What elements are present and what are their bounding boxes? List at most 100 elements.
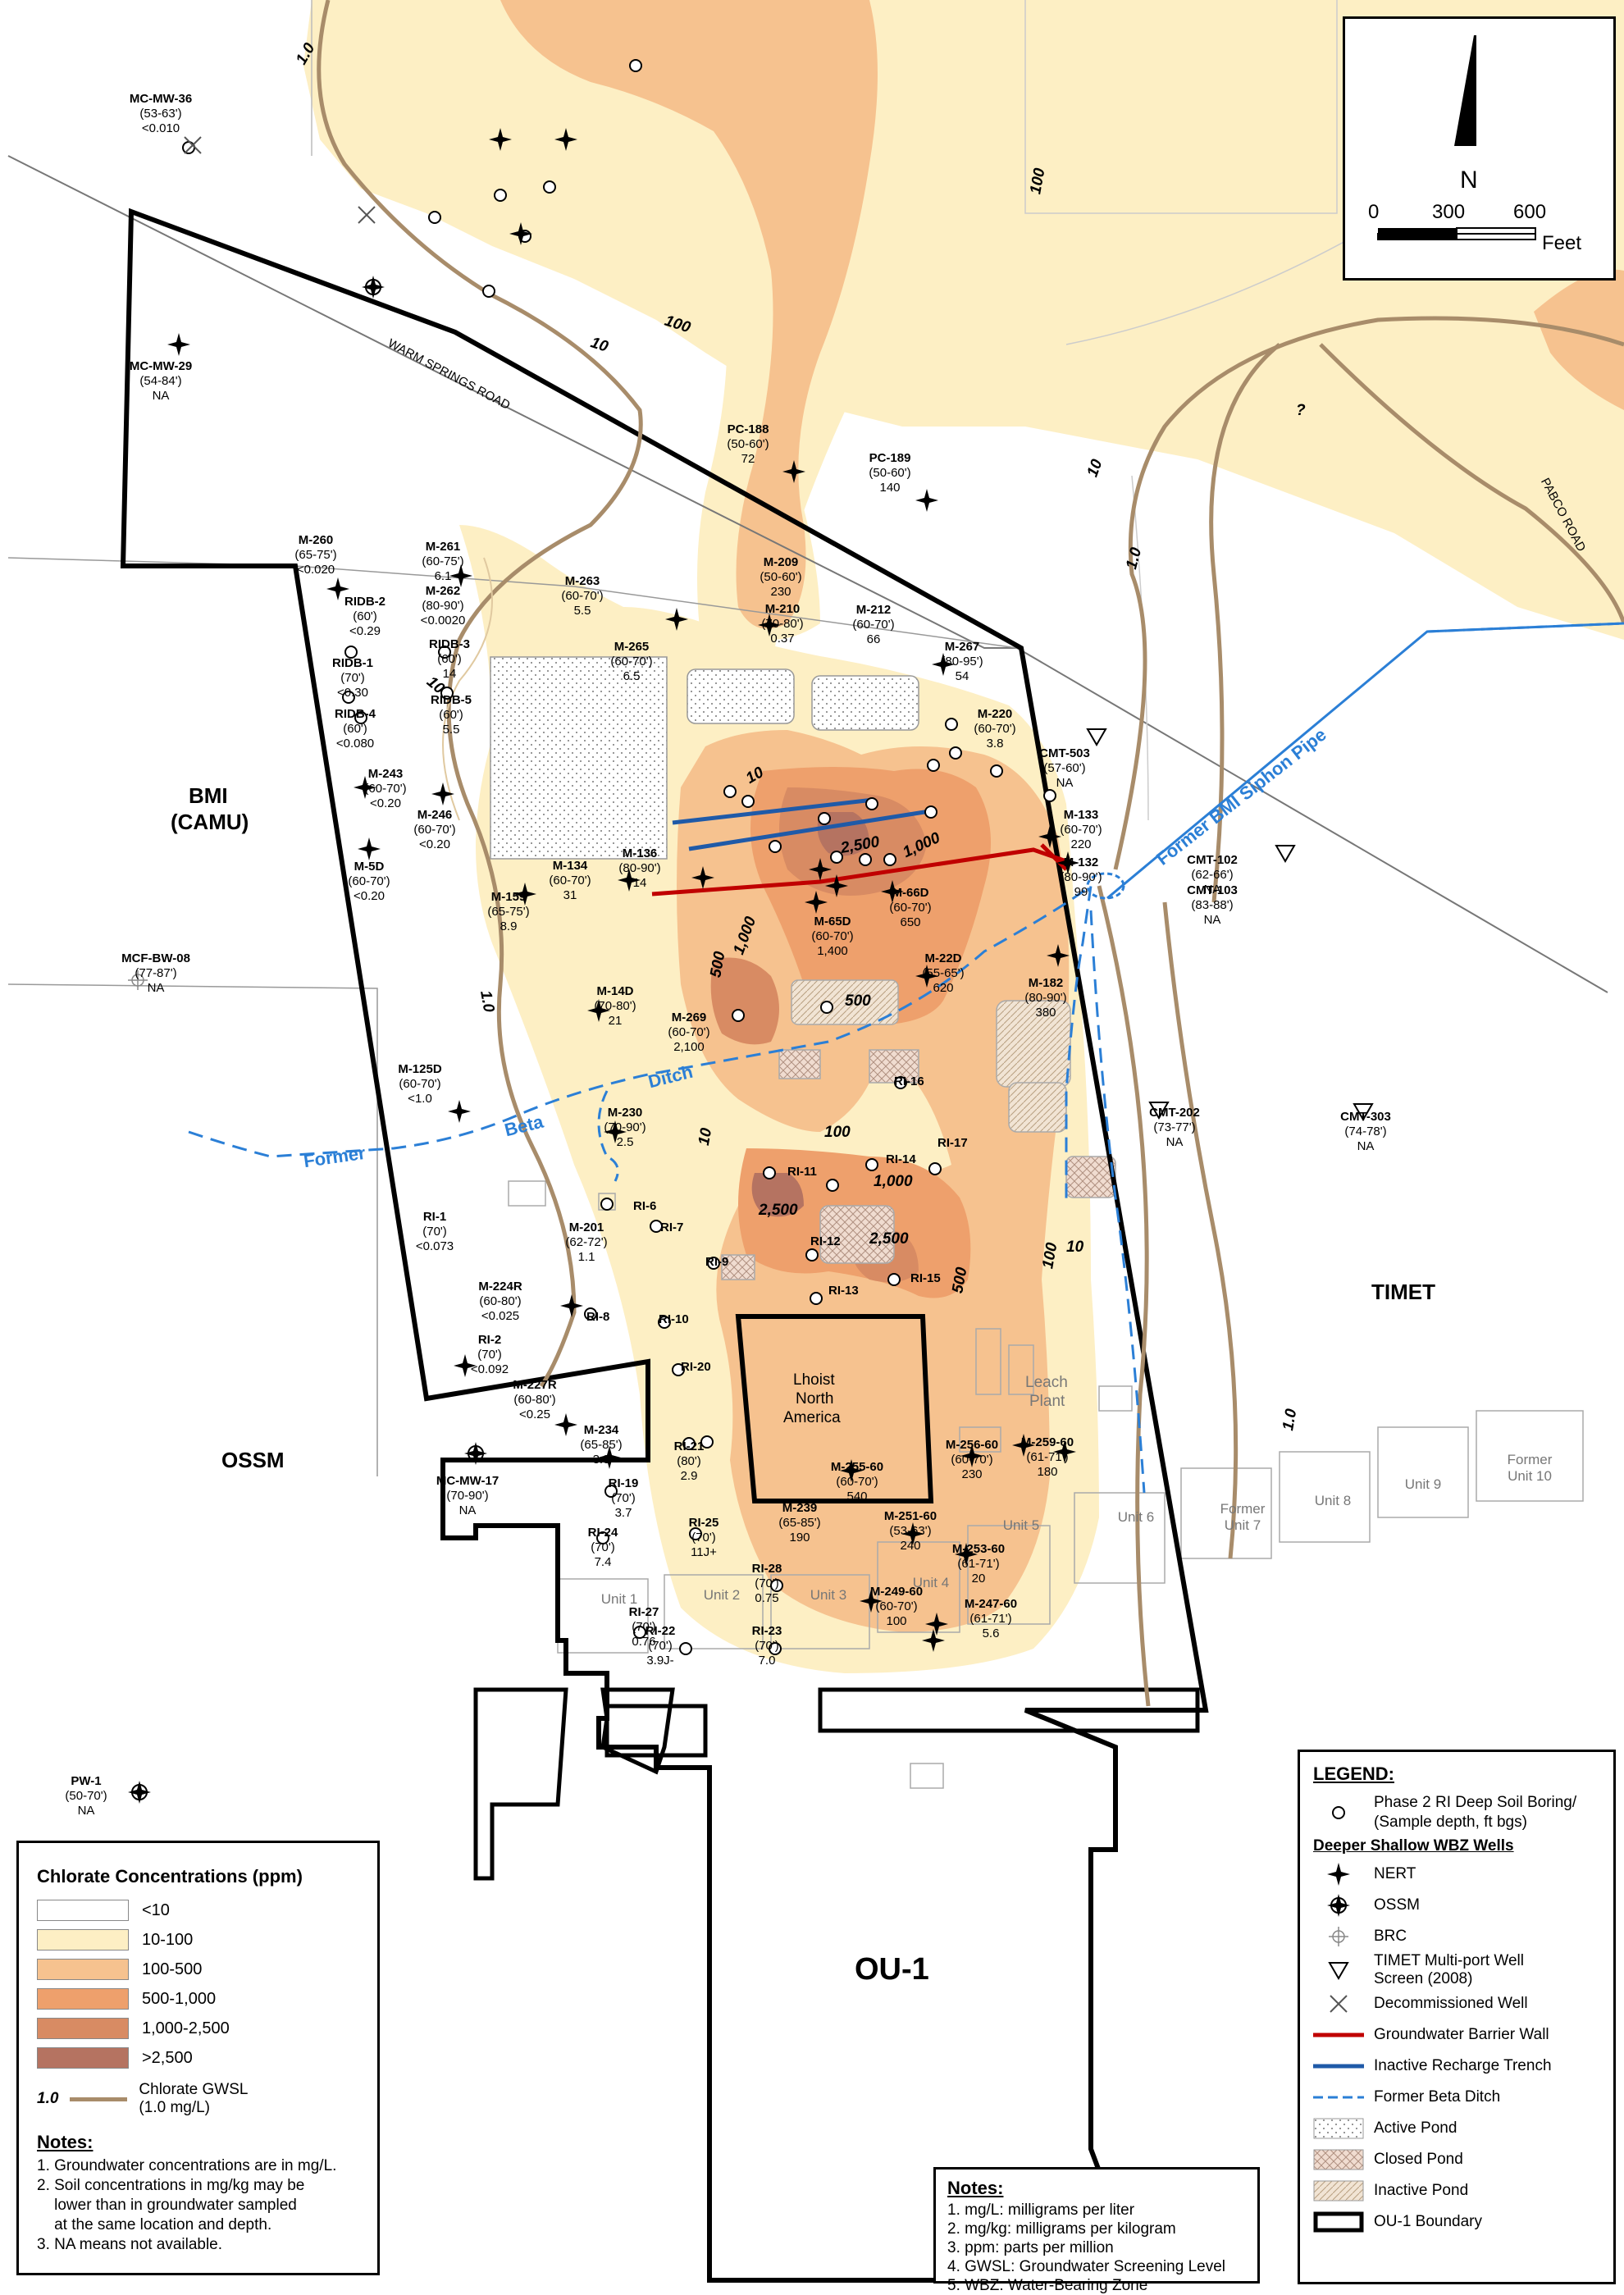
well-id: M-263 xyxy=(564,574,600,588)
well-id: M-201 xyxy=(568,1221,604,1234)
well-label: M-247-60(61-71')5.6 xyxy=(965,1597,1017,1641)
well-id: RI-21 xyxy=(673,1440,705,1453)
well-id: CMT-103 xyxy=(1187,883,1238,897)
well-value: <0.30 xyxy=(337,686,368,700)
well-label: M-212(60-70')66 xyxy=(852,603,894,647)
well-id: RIDB-3 xyxy=(428,637,471,651)
well-id: RI-27 xyxy=(628,1605,659,1619)
well-depth: (70') xyxy=(648,1639,673,1653)
well-id: M-182 xyxy=(1028,976,1064,990)
well-value: 2.5 xyxy=(616,1135,634,1149)
well-value: 5.6 xyxy=(982,1627,1000,1640)
well-id: M-66D xyxy=(892,886,929,900)
legend-recharge-label: Inactive Recharge Trench xyxy=(1374,2057,1552,2074)
well-id: RIDB-2 xyxy=(344,595,386,609)
well-depth: (57-60') xyxy=(1043,761,1086,775)
well-value: NA xyxy=(1166,1135,1184,1149)
well-label: PW-1(50-70')NA xyxy=(65,1774,107,1818)
well-label: MC-MW-29(54-84')NA xyxy=(130,359,192,404)
well-depth: (60-80') xyxy=(513,1393,556,1407)
well-depth: (53-63') xyxy=(139,107,182,121)
well-value: 230 xyxy=(770,585,791,599)
scale-600: 600 xyxy=(1513,201,1547,223)
well-value: 2.9 xyxy=(680,1469,698,1483)
well-label: RI-25(70')11J+ xyxy=(689,1516,719,1560)
well-depth: (70') xyxy=(755,1639,779,1653)
well-id: M-22D xyxy=(924,951,962,965)
well-value: 21 xyxy=(608,1014,623,1028)
well-id: M-262 xyxy=(425,584,461,598)
chlorate-note: at the same location and depth. xyxy=(37,2216,272,2233)
well-label: RI-19(70')3.7 xyxy=(609,1476,639,1521)
well-depth: (65-85') xyxy=(778,1516,821,1530)
boring-marker xyxy=(820,1001,833,1014)
contour-label: ? xyxy=(1296,402,1306,419)
well-value: 380 xyxy=(1035,1006,1056,1020)
well-value: 140 xyxy=(879,481,901,495)
well-id: RIDB-1 xyxy=(331,656,374,670)
boring-marker xyxy=(810,1292,823,1305)
well-depth: (50-60') xyxy=(727,437,769,451)
gwsl-contour-east xyxy=(1113,316,1624,870)
well-label: M-209(50-60')230 xyxy=(760,555,801,600)
chlorate-class-row: 500-1,000 xyxy=(37,1984,359,2014)
unit-label: Unit 3 xyxy=(810,1587,847,1603)
chlorate-class-label: >2,500 xyxy=(142,2048,193,2067)
legend-beta: Former Beta Ditch xyxy=(1313,2082,1600,2113)
well-label: M-14D(70-80')21 xyxy=(594,984,636,1029)
legend-boring-1: Phase 2 RI Deep Soil Boring/ xyxy=(1374,1794,1577,1811)
boring-marker xyxy=(865,797,878,810)
well-value: <0.0020 xyxy=(420,614,466,627)
well-value: <0.29 xyxy=(349,624,381,638)
well-depth: (50-60') xyxy=(869,466,911,480)
ou1-boundary-swatch xyxy=(1313,2211,1364,2233)
chlorate-class-swatch xyxy=(37,2018,129,2039)
area-ossm: OSSM xyxy=(221,1448,285,1472)
well-id: M-265 xyxy=(614,640,650,654)
contour-label: 2,500 xyxy=(759,1202,798,1219)
area-bmi: BMI xyxy=(189,783,228,808)
well-value: 14 xyxy=(442,667,457,681)
well-depth: (74-78') xyxy=(1344,1125,1387,1138)
well-value: <0.020 xyxy=(296,563,335,577)
legend-closed: Closed Pond xyxy=(1313,2144,1600,2175)
well-id: M-227R xyxy=(513,1378,557,1392)
well-value: 190 xyxy=(789,1531,810,1544)
area-timet: TIMET xyxy=(1371,1280,1435,1304)
well-id: MC-MW-29 xyxy=(129,359,193,373)
boring-marker xyxy=(927,759,940,772)
well-depth: (70-90') xyxy=(604,1120,646,1134)
well-id: M-132 xyxy=(1063,855,1099,869)
well-label: M-132(80-90')99 xyxy=(1060,855,1102,900)
beta-ditch xyxy=(188,883,1093,1206)
legend-ou1: OU-1 Boundary xyxy=(1313,2206,1600,2238)
well-id: M-253-60 xyxy=(951,1542,1006,1556)
boring-icon xyxy=(1332,1806,1345,1819)
legend-inactive: Inactive Pond xyxy=(1313,2175,1600,2206)
well-depth: (60-70') xyxy=(974,722,1016,736)
legend-nert: NERT xyxy=(1313,1859,1600,1890)
boring-marker xyxy=(924,805,937,819)
well-label: M-263(60-70')5.5 xyxy=(561,574,603,618)
chlorate-class-label: 500-1,000 xyxy=(142,1989,217,2008)
well-id: RIDB-4 xyxy=(334,707,376,721)
well-label: PC-188(50-60')72 xyxy=(727,422,769,467)
inactive-pond-swatch xyxy=(1313,2180,1364,2201)
chlorate-note: lower than in groundwater sampled xyxy=(37,2197,297,2214)
well-value: 100 xyxy=(886,1614,907,1628)
well-depth: (60-70') xyxy=(1060,823,1102,837)
well-depth: (60-70') xyxy=(364,782,407,796)
well-id: M-256-60 xyxy=(945,1438,999,1452)
well-label: CMT-103(83-88')NA xyxy=(1187,883,1238,928)
well-label: M-253-60(61-71')20 xyxy=(952,1542,1005,1586)
well-value: 0.37 xyxy=(770,632,795,646)
chlorate-class-swatch xyxy=(37,1988,129,2010)
well-depth: (70') xyxy=(340,671,365,685)
boring-label: RI-14 xyxy=(886,1152,916,1166)
boring-marker xyxy=(949,746,962,760)
boring-marker xyxy=(543,180,556,194)
well-depth: (61-71') xyxy=(1026,1450,1069,1464)
boring-label: RI-6 xyxy=(633,1199,657,1213)
